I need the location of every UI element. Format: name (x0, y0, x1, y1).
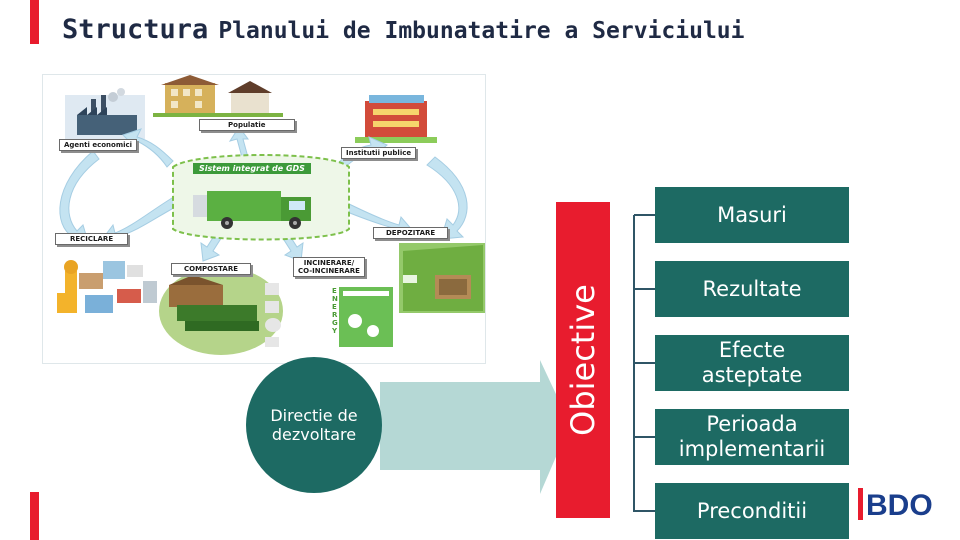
landfill-icon (399, 243, 485, 313)
label-integrated-system: Sistem integrat de GDS (193, 163, 311, 174)
label-incineration-line2: CO-INCINERARE (298, 267, 360, 275)
label-agents: Agenti economici (59, 139, 138, 151)
label-incineration: INCINERARE/ CO-INCINERARE (293, 257, 365, 277)
direction-circle: Directie de dezvoltare (246, 357, 382, 493)
label-landfill: DEPOZITARE (373, 227, 449, 239)
label-recycling: RECICLARE (55, 233, 129, 245)
bottom-accent-bar (30, 492, 39, 540)
bdo-logo: BDO (858, 488, 933, 522)
title-accent-bar (30, 0, 39, 44)
label-composting: COMPOSTARE (171, 263, 251, 275)
bdo-logo-bar (858, 488, 863, 520)
label-population: Populatie (199, 119, 295, 131)
objective-box-efecte: Efecte asteptate (655, 335, 849, 391)
label-energy: ENERGY (332, 287, 338, 335)
objectives-bar (556, 202, 610, 518)
institution-icon (355, 95, 437, 143)
compost-icon (159, 267, 283, 355)
bdo-logo-text: BDO (866, 489, 933, 522)
label-incineration-line1: INCINERARE/ (303, 259, 355, 267)
objectives-label: Obiective (564, 284, 602, 436)
objective-box-perioada: Perioada implementarii (655, 409, 849, 465)
title-part-1: Structura (62, 14, 209, 45)
objective-box-masuri: Masuri (655, 187, 849, 243)
recycling-items-icon (57, 260, 157, 313)
waste-management-illustration: Agenti economici Populatie Institutii pu… (42, 74, 486, 364)
objective-box-preconditii: Preconditii (655, 483, 849, 539)
energy-icon (265, 283, 393, 347)
objective-box-rezultate: Rezultate (655, 261, 849, 317)
direction-arrow (380, 360, 570, 494)
label-institutions: Institutii publice (341, 147, 417, 159)
title-part-2: Planului de Imbunatatire a Serviciului (218, 18, 745, 44)
house-icon (153, 75, 283, 117)
circle-label: Directie de dezvoltare (270, 406, 358, 444)
truck-icon (193, 191, 311, 229)
page-title: Structura Planului de Imbunatatire a Serv… (62, 14, 745, 45)
